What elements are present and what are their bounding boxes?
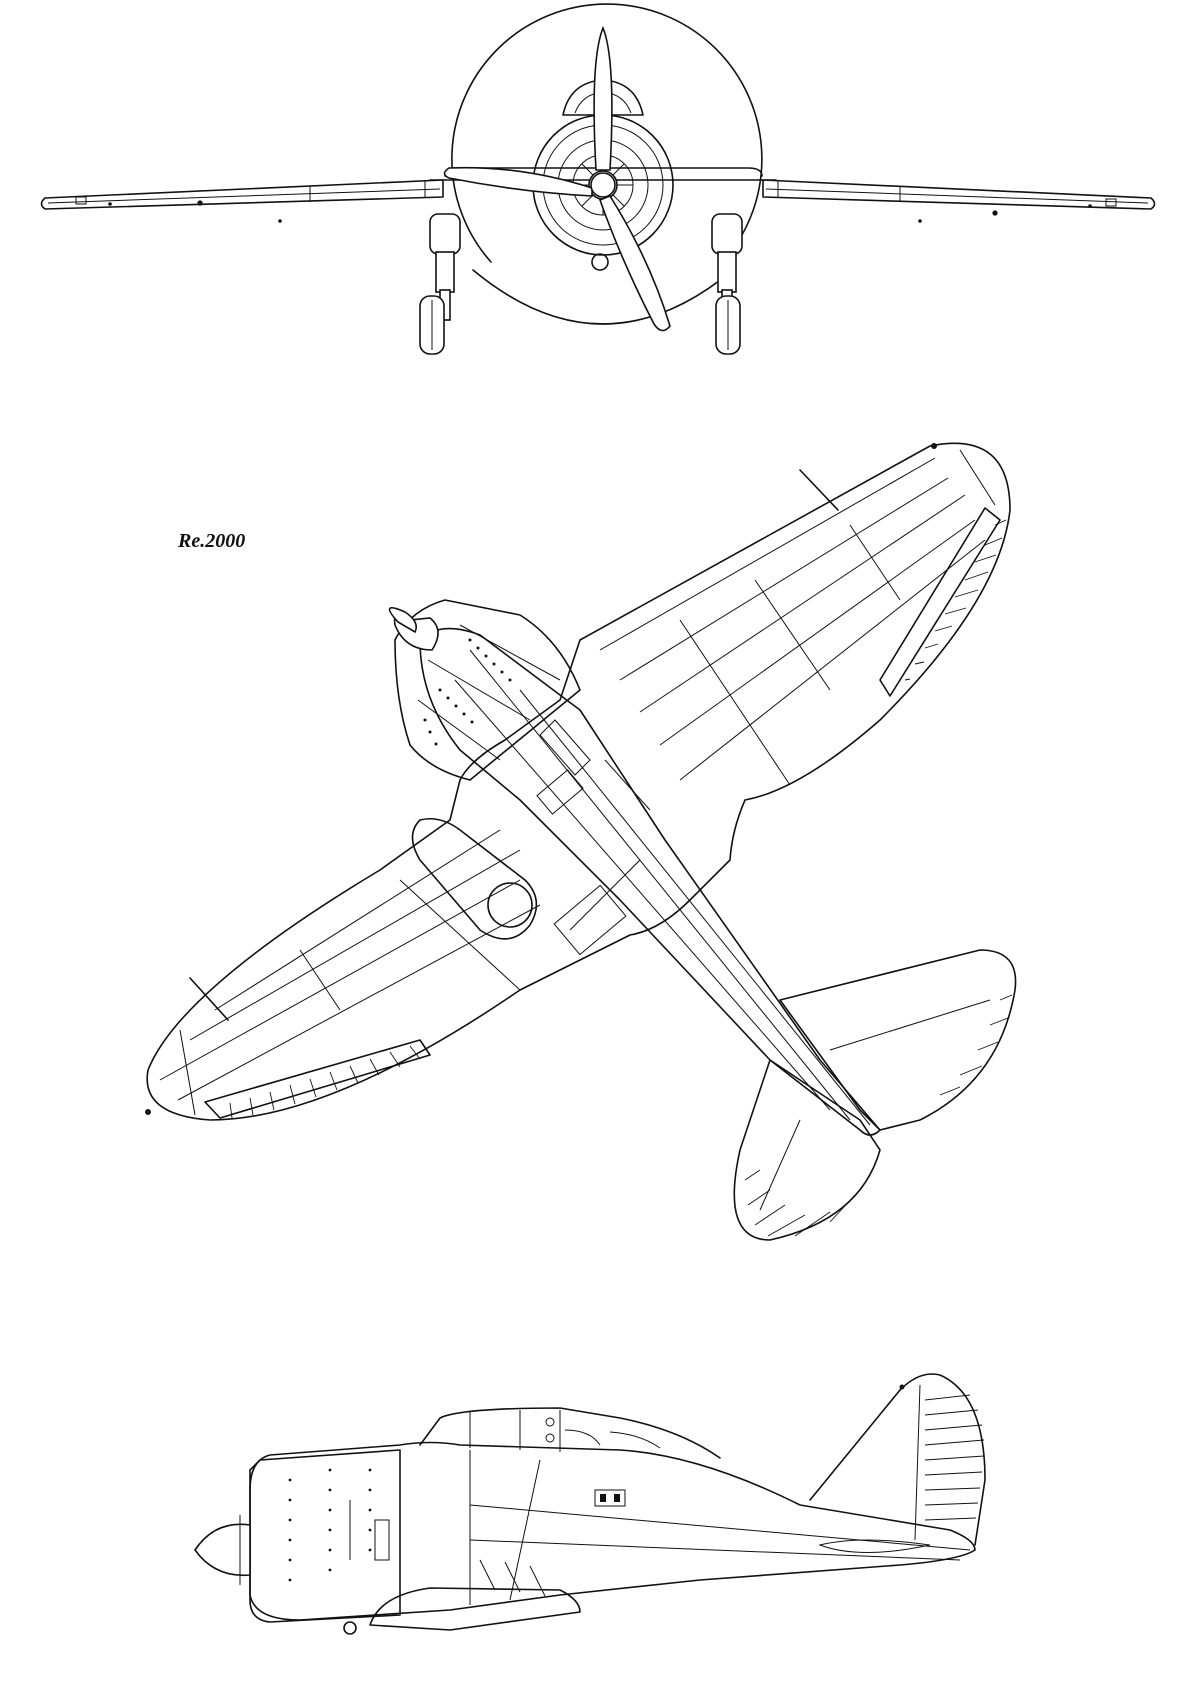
plan-view-pitot-right xyxy=(799,469,839,511)
propeller-disc-upper xyxy=(451,3,763,266)
plan-view-pitot-left xyxy=(189,977,229,1021)
side-view-rudder-hatching xyxy=(924,1394,985,1521)
front-view xyxy=(40,3,1156,355)
side-view xyxy=(194,1373,986,1635)
plan-view-wheel-well xyxy=(411,817,538,940)
plan-view-fuselage-panel-lines xyxy=(454,649,871,1126)
aircraft-type-label: Re.2000 xyxy=(178,530,246,552)
side-view-wing-root xyxy=(369,1587,581,1631)
front-view-wing-left xyxy=(40,179,444,223)
plan-view-aileron-right xyxy=(879,507,1001,697)
front-view-wing-right xyxy=(762,179,1156,223)
plan-view-wing-panel-lines xyxy=(159,449,996,1116)
plan-view-cowling xyxy=(394,599,581,781)
side-view-cowling xyxy=(249,1449,401,1623)
plan-view-fuselage xyxy=(419,627,881,1136)
front-view-main-gear-left xyxy=(419,213,461,355)
side-view-fin-rudder xyxy=(809,1373,986,1546)
plan-view xyxy=(145,442,1017,1241)
front-view-propeller xyxy=(443,25,671,332)
side-view-fuselage xyxy=(249,1441,976,1621)
side-view-spinner xyxy=(194,1523,251,1577)
plan-view-wheel xyxy=(487,882,533,928)
side-view-cowling-rivets xyxy=(288,1468,372,1582)
plan-view-wing xyxy=(146,442,1011,1121)
plan-view-cowling-rivets xyxy=(423,638,512,746)
front-view-main-gear-right xyxy=(711,213,743,355)
side-view-canopy xyxy=(419,1407,721,1459)
plan-view-elevator-hatching xyxy=(744,994,1013,1237)
plan-view-aileron-left xyxy=(204,1039,431,1119)
side-view-panel-lines xyxy=(399,1450,971,1610)
propeller-disc-lower xyxy=(472,269,734,325)
plan-view-tailplane xyxy=(733,949,1017,1241)
